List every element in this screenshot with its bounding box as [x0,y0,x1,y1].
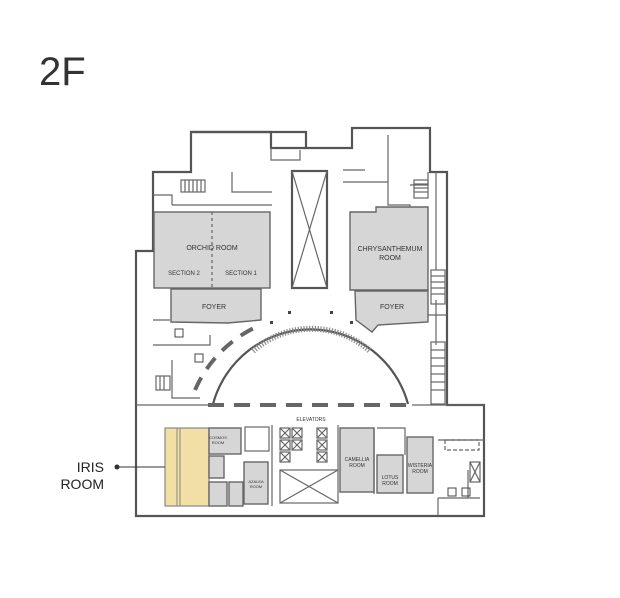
iris-callout-line2: ROOM [60,476,104,492]
small-room-b [228,481,244,507]
wisteria-label-line2: ROOM [412,469,428,475]
lotus-label-line2: ROOM [382,481,398,487]
foyer-left[interactable] [170,288,262,324]
iris-callout-dot [114,464,120,470]
small-room-c [208,455,225,479]
lotus-room[interactable] [376,454,404,494]
camellia-label-line2: ROOM [349,463,365,469]
azalea-label-line1: AZALEA [248,479,264,484]
cosmos-label-line2: ROOM [212,440,224,445]
orchid-section-2-label: SECTION 2 [168,271,200,277]
wisteria-label-line1: WISTERIA [408,463,433,469]
cosmos-room[interactable] [208,427,242,455]
floor-label: 2F [39,50,86,94]
elevators-label: ELEVATORS [296,417,326,423]
iris-room-callout[interactable]: IRIS ROOM [52,459,104,493]
iris-room[interactable] [164,427,210,507]
chrysanthemum-room[interactable] [349,206,429,291]
central-arc [193,311,412,407]
stairs [155,179,446,405]
orchid-section-1-label: SECTION 1 [225,271,257,277]
orchid-room[interactable] [153,211,271,289]
camellia-label-line1: CAMELLIA [345,457,370,463]
restroom-icons [174,328,471,497]
central-shaft [290,169,329,290]
cosmos-label-line1: COSMOS [209,435,227,440]
chrysanthemum-label-line1: CHRYSANTHEMUM [358,246,423,253]
chrysanthemum-label-line2: ROOM [379,255,401,262]
elevators [244,425,339,506]
iris-callout-line1: IRIS [76,459,104,475]
right-corridor-details [373,427,481,494]
azalea-room[interactable] [243,461,269,505]
azalea-label-line2: ROOM [250,484,262,489]
lotus-label-line1: LOTUS [382,475,399,481]
small-room-a [208,481,228,507]
orchid-room-label: ORCHID ROOM [186,245,238,252]
foyer-right-label: FOYER [380,304,404,311]
foyer-right[interactable] [354,290,429,333]
foyer-left-label: FOYER [202,304,226,311]
wisteria-room[interactable] [406,436,434,494]
